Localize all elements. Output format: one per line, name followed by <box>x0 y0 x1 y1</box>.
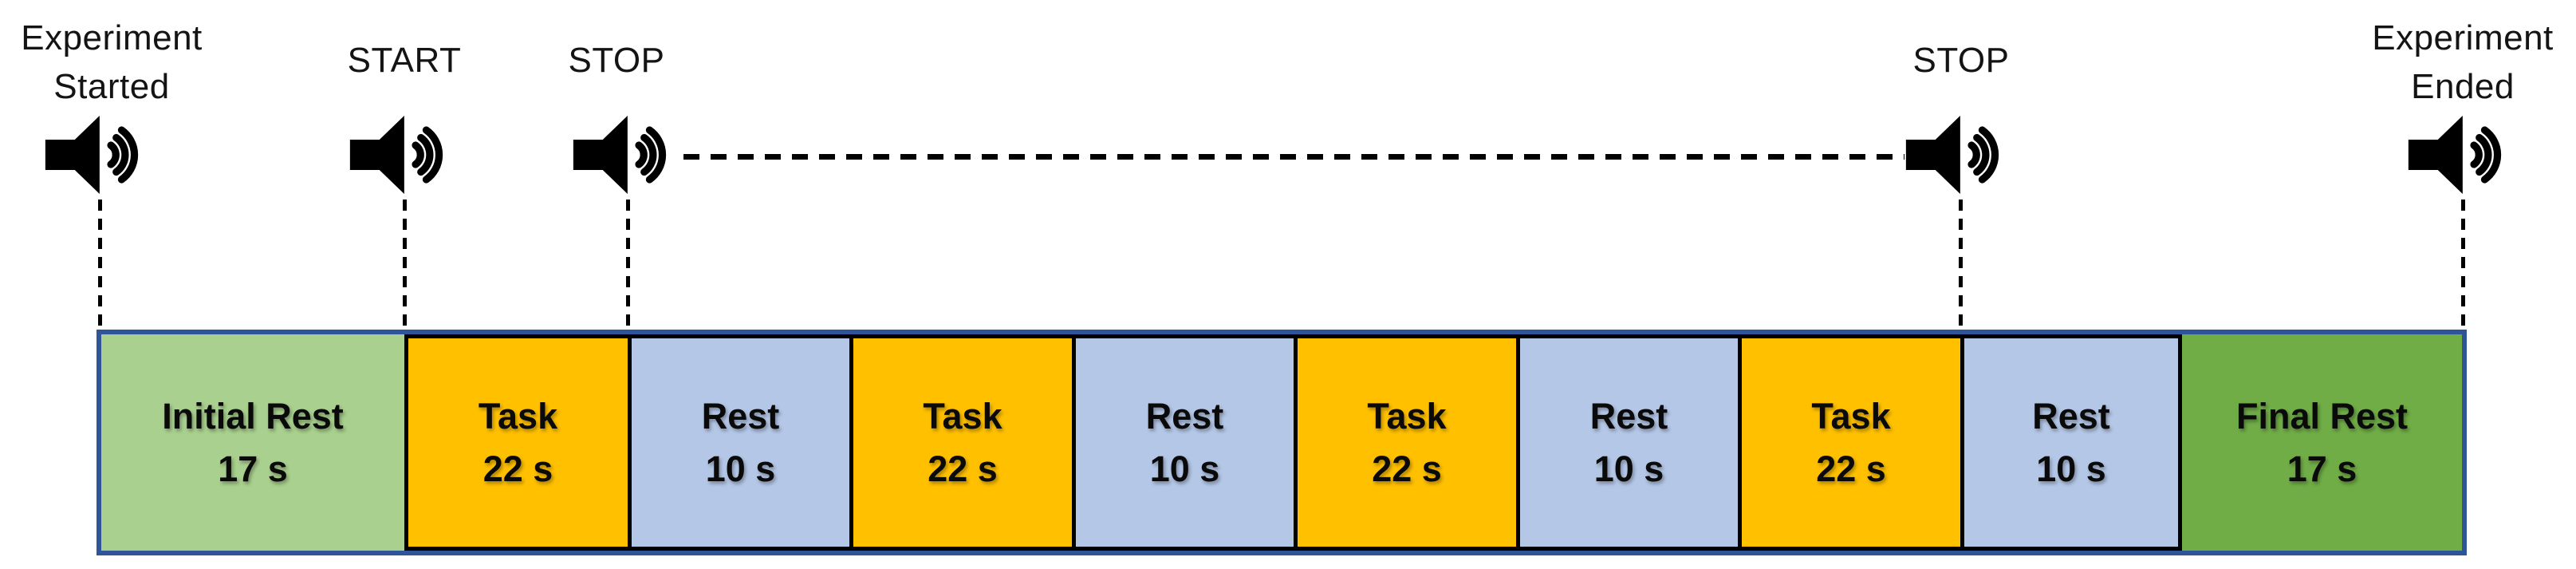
segment-duration: 10 s <box>1593 448 1664 489</box>
cue-label-line: Experiment <box>2372 18 2554 57</box>
segment-label: Rest <box>1589 395 1668 437</box>
segment-duration: 22 s <box>1372 448 1442 489</box>
timeline-segment-task-1: Task 22 s <box>404 334 628 551</box>
cue-drop-dashed-line <box>1959 200 1963 332</box>
speaker-sound-icon <box>573 115 667 195</box>
speaker-sound-icon <box>349 115 443 195</box>
cue-label-line: Experiment <box>21 18 203 57</box>
segment-label: Task <box>923 395 1002 437</box>
segment-duration: 10 s <box>705 448 776 489</box>
timeline-segment-rest-8: Rest 10 s <box>1960 334 2182 551</box>
cue-label-start: START <box>348 37 462 85</box>
timeline-bar: Initial Rest 17 s Task 22 s Rest 10 s Ta… <box>97 330 2467 555</box>
segment-label: Rest <box>2032 395 2110 437</box>
cue-label-line: Started <box>53 66 170 106</box>
stop-to-stop-dashed-connector <box>683 154 1904 160</box>
timeline-segment-final-rest-9: Final Rest 17 s <box>2182 334 2462 551</box>
cue-label-line: Ended <box>2411 66 2515 106</box>
segment-duration: 17 s <box>218 448 288 489</box>
segment-label: Task <box>1811 395 1891 437</box>
timeline-segment-task-7: Task 22 s <box>1738 334 1960 551</box>
segment-duration: 10 s <box>1149 448 1220 489</box>
segment-duration: 22 s <box>483 448 553 489</box>
cue-drop-dashed-line <box>403 200 407 332</box>
segment-duration: 17 s <box>2286 448 2357 489</box>
cue-label-stop-1: STOP <box>568 37 664 85</box>
timeline-segment-rest-4: Rest 10 s <box>1072 334 1294 551</box>
cue-drop-dashed-line <box>626 200 630 332</box>
timeline-segment-initial-rest-0: Initial Rest 17 s <box>101 334 404 551</box>
cue-label-stop-2: STOP <box>1912 37 2009 85</box>
cue-label-line: START <box>347 41 462 80</box>
speaker-sound-icon <box>2408 115 2502 195</box>
cue-label-line: STOP <box>568 41 665 80</box>
segment-duration: 10 s <box>2036 448 2106 489</box>
segment-label: Rest <box>701 395 780 437</box>
cue-drop-dashed-line <box>2461 200 2465 332</box>
cue-label-line: STOP <box>1912 41 2010 80</box>
segment-label: Task <box>1367 395 1447 437</box>
segment-duration: 22 s <box>928 448 998 489</box>
timeline-segment-task-5: Task 22 s <box>1294 334 1516 551</box>
timeline-segment-task-3: Task 22 s <box>849 334 1072 551</box>
cue-drop-dashed-line <box>98 200 102 332</box>
segment-label: Initial Rest <box>162 395 344 437</box>
segment-duration: 22 s <box>1816 448 1886 489</box>
timeline-segment-rest-2: Rest 10 s <box>628 334 849 551</box>
speaker-sound-icon <box>1905 115 1999 195</box>
timeline-segment-rest-6: Rest 10 s <box>1516 334 1738 551</box>
segment-label: Rest <box>1145 395 1224 437</box>
speaker-sound-icon <box>45 115 139 195</box>
segment-label: Task <box>478 395 558 437</box>
segment-label: Final Rest <box>2235 395 2409 437</box>
